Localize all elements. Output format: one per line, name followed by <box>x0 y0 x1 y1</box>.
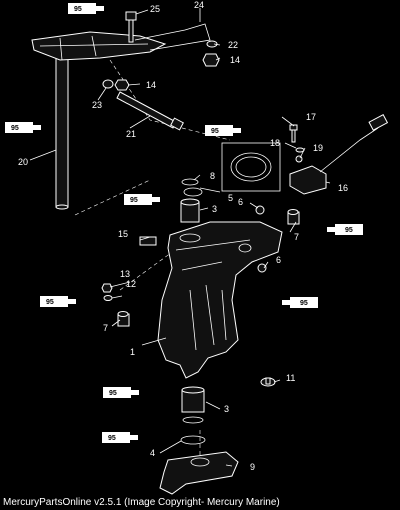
link-rod-24[interactable] <box>134 23 211 51</box>
svg-text:95: 95 <box>211 128 219 135</box>
callout-8[interactable]: 8 <box>210 171 215 181</box>
callout-6-upper[interactable]: 6 <box>238 197 243 207</box>
callout-3-lower[interactable]: 3 <box>224 404 229 414</box>
ring-lower[interactable] <box>182 416 204 424</box>
grease-tube-95: 95 <box>68 3 104 14</box>
callout-9[interactable]: 9 <box>250 462 255 472</box>
grease-tube-95: 95 <box>5 122 41 133</box>
bushing-7-right[interactable] <box>287 209 300 225</box>
grease-tube-95: 95 <box>103 387 139 398</box>
callout-21[interactable]: 21 <box>126 129 136 139</box>
callout-1[interactable]: 1 <box>130 347 135 357</box>
swivel-bracket-1[interactable] <box>157 221 283 379</box>
svg-text:95: 95 <box>345 227 353 234</box>
svg-text:95: 95 <box>74 6 82 13</box>
callout-12[interactable]: 12 <box>126 279 136 289</box>
callout-19[interactable]: 19 <box>313 143 323 153</box>
decal-15[interactable] <box>139 236 157 246</box>
alignment-lines <box>74 59 271 470</box>
seal-ring[interactable] <box>183 187 203 197</box>
callout-17[interactable]: 17 <box>306 112 316 122</box>
grease-tube-95: 95 <box>205 125 241 136</box>
bolt-25[interactable] <box>125 11 137 43</box>
grease-tube-95: 95 <box>102 432 138 443</box>
callout-7-left[interactable]: 7 <box>103 323 108 333</box>
nut-14-top[interactable] <box>202 53 220 67</box>
svg-text:95: 95 <box>109 390 117 397</box>
callout-4[interactable]: 4 <box>150 448 155 458</box>
oring-4[interactable] <box>180 435 206 445</box>
steering-tube-20[interactable] <box>55 54 69 210</box>
washer-12[interactable] <box>103 295 113 301</box>
bushing-7-left[interactable] <box>117 311 130 327</box>
part-19[interactable] <box>295 155 303 163</box>
grease-tube-95: 95 <box>327 224 363 235</box>
grease-tube-95: 95 <box>124 194 160 205</box>
oring-8[interactable] <box>181 178 199 186</box>
callout-22[interactable]: 22 <box>228 40 238 50</box>
callout-7-right[interactable]: 7 <box>294 232 299 242</box>
callout-18[interactable]: 18 <box>270 138 280 148</box>
svg-text:95: 95 <box>130 197 138 204</box>
callout-25[interactable]: 25 <box>150 4 160 14</box>
callout-3-upper[interactable]: 3 <box>212 204 217 214</box>
svg-text:95: 95 <box>300 300 308 307</box>
washer-18[interactable] <box>295 147 305 153</box>
washer-23[interactable] <box>102 79 114 89</box>
bolt-11[interactable] <box>260 377 276 387</box>
svg-text:95: 95 <box>108 435 116 442</box>
screw-17[interactable] <box>289 124 298 143</box>
callout-15[interactable]: 15 <box>118 229 128 239</box>
grease-fitting-6-lower[interactable] <box>257 263 267 273</box>
bushing-3-upper[interactable] <box>180 198 200 223</box>
callout-14-lower[interactable]: 14 <box>146 80 156 90</box>
copyright-footer: MercuryPartsOnline v2.5.1 (Image Copyrig… <box>3 497 280 508</box>
callout-23[interactable]: 23 <box>92 100 102 110</box>
svg-text:95: 95 <box>11 125 19 132</box>
nut-14-lower[interactable] <box>114 79 130 91</box>
svg-text:95: 95 <box>46 299 54 306</box>
callout-14-top[interactable]: 14 <box>230 55 240 65</box>
nut-13[interactable] <box>101 283 113 293</box>
grease-tube-95: 95 <box>40 296 76 307</box>
washer-22[interactable] <box>206 40 218 48</box>
trim-sender-16[interactable] <box>289 114 389 195</box>
callout-20[interactable]: 20 <box>18 157 28 167</box>
callout-6-lower[interactable]: 6 <box>276 255 281 265</box>
steering-yoke-9[interactable] <box>159 451 239 495</box>
callout-11[interactable]: 11 <box>286 373 295 383</box>
swivel-bracket-arm[interactable] <box>31 31 167 61</box>
bushing-ring-5[interactable] <box>221 142 281 192</box>
long-bolt-21[interactable] <box>116 91 184 131</box>
callout-16[interactable]: 16 <box>338 183 348 193</box>
callout-24[interactable]: 24 <box>194 0 204 10</box>
grease-tube-95: 95 <box>282 297 318 308</box>
callout-5[interactable]: 5 <box>228 193 233 203</box>
leader-lines <box>29 8 331 467</box>
bushing-3-lower[interactable] <box>181 386 205 413</box>
callout-13[interactable]: 13 <box>120 269 130 279</box>
